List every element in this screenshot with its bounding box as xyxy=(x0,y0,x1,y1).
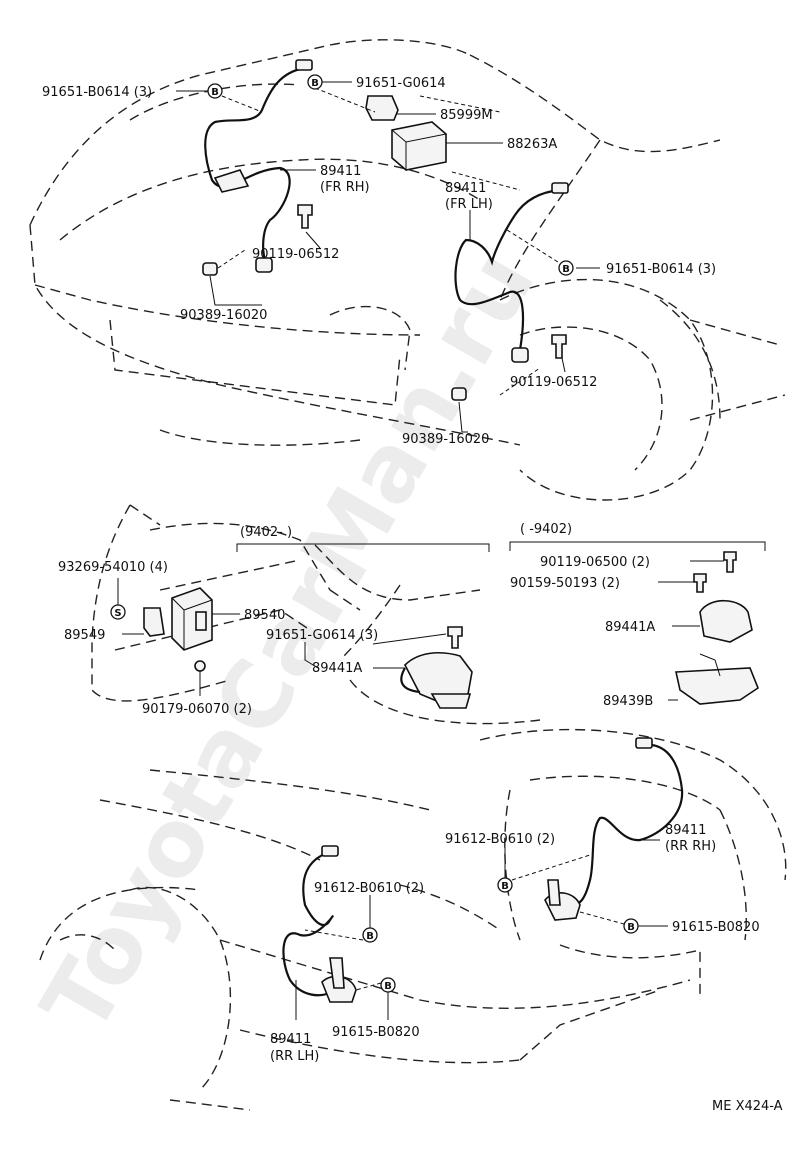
group-label-old-model: ( -9402) xyxy=(520,522,572,537)
bubble-b-rr-lh-upper: B xyxy=(362,927,378,943)
label-91615-b0820-left: 91615-B0820 xyxy=(332,1025,420,1040)
label-90389-16020-right: 90389-16020 xyxy=(402,432,489,447)
label-90119-06500: 90119-06500 (2) xyxy=(540,555,650,570)
group-brackets xyxy=(236,541,766,552)
svg-text:B: B xyxy=(366,931,374,942)
drawing-id: ME X424-A xyxy=(712,1099,783,1114)
label-89439b: 89439B xyxy=(603,694,653,709)
label-89411-fr-rh-sub: (FR RH) xyxy=(320,180,370,195)
bracket-89439b-mid xyxy=(430,693,472,709)
svg-text:B: B xyxy=(501,881,509,892)
bolt-90159-50193 xyxy=(693,573,707,593)
bolt-90119-06500 xyxy=(723,551,737,573)
label-89540: 89540 xyxy=(244,608,285,623)
front-leaders xyxy=(176,81,600,433)
label-89411-rr-rh-sub: (RR RH) xyxy=(665,839,716,854)
label-91651-b0614-right: 91651-B0614 (3) xyxy=(606,262,716,277)
label-89441a-mid: 89441A xyxy=(312,661,362,676)
label-89441a-right: 89441A xyxy=(605,620,655,635)
bubble-s-93269: S xyxy=(110,604,126,620)
front-sensor-parts xyxy=(202,59,569,401)
svg-text:S: S xyxy=(114,608,121,619)
svg-text:B: B xyxy=(311,78,319,89)
label-90119-06512-right: 90119-06512 xyxy=(510,375,597,390)
middle-labels: (9402- ) ( -9402) 93269-54010 (4) 89540 … xyxy=(58,522,655,717)
nut-90179-06070 xyxy=(194,660,206,672)
bracket-89439b xyxy=(675,667,759,705)
label-89411-fr-lh: 89411 xyxy=(445,181,486,196)
label-90159-50193: 90159-50193 (2) xyxy=(510,576,620,591)
label-85999m: 85999M xyxy=(440,108,493,123)
middle-parts xyxy=(143,551,759,709)
fr-rh-connector xyxy=(295,59,313,71)
label-91651-g0614-mid: 91651-G0614 (3) xyxy=(266,628,378,643)
rear-labels: 91612-B0610 (2) 89411 (RR RH) 91615-B082… xyxy=(270,823,760,1064)
rr-lh-connector xyxy=(321,845,339,857)
middle-body-outline xyxy=(91,504,541,725)
fr-rh-clip xyxy=(213,169,250,193)
rr-lh-bracket xyxy=(329,957,345,989)
label-89411-rr-lh: 89411 xyxy=(270,1032,311,1047)
fr-rh-sensor-head xyxy=(255,257,273,273)
label-90119-06512-left: 90119-06512 xyxy=(252,247,339,262)
front-labels: 91651-B0614 (3) 91651-G0614 85999M 88263… xyxy=(42,76,716,447)
bubble-b-top-center: B xyxy=(307,74,323,90)
plug-right-front xyxy=(451,387,467,401)
group-label-new-model: (9402- ) xyxy=(240,525,292,540)
bubble-b-rr-lh-lower: B xyxy=(380,977,396,993)
label-89411-fr-rh: 89411 xyxy=(320,164,361,179)
rr-rh-bracket xyxy=(547,879,561,906)
sensor-89441a-right xyxy=(699,600,753,643)
fr-lh-connector xyxy=(551,182,569,194)
label-89411-rr-rh: 89411 xyxy=(665,823,706,838)
svg-text:B: B xyxy=(384,981,392,992)
label-90179-06070: 90179-06070 (2) xyxy=(142,702,252,717)
rr-rh-sensor-wire xyxy=(567,743,684,910)
svg-text:B: B xyxy=(562,264,570,275)
bracket-89549 xyxy=(143,607,165,637)
plug-left-front xyxy=(202,262,218,276)
middle-bubbles: S xyxy=(110,604,126,620)
label-89549: 89549 xyxy=(64,628,105,643)
label-91651-b0614-left: 91651-B0614 (3) xyxy=(42,85,152,100)
bracket-old-model xyxy=(509,541,766,551)
bolt-91651-g0614-mid xyxy=(447,626,463,649)
bubble-b-rr-rh-upper: B xyxy=(497,877,513,893)
rear-bubbles: B B B B xyxy=(362,877,639,993)
label-88263a: 88263A xyxy=(507,137,557,152)
bolt-left-front xyxy=(297,204,313,229)
ecu-connector xyxy=(195,611,207,631)
bubble-b-left-top: B xyxy=(207,83,223,99)
bolt-right-front xyxy=(551,334,567,359)
label-91615-b0820-right: 91615-B0820 xyxy=(672,920,760,935)
rear-body-outline xyxy=(39,728,787,1111)
rr-lh-sensor-head xyxy=(321,975,357,1003)
relay-88263a xyxy=(391,121,447,171)
label-89411-rr-lh-sub: (RR LH) xyxy=(270,1049,319,1064)
rr-lh-sensor-wire xyxy=(282,850,336,997)
svg-text:B: B xyxy=(211,87,219,98)
front-body-outline xyxy=(29,39,786,501)
fr-lh-sensor-wire xyxy=(454,188,561,351)
label-89411-fr-lh-sub: (FR LH) xyxy=(445,197,493,212)
label-91612-b0610-left: 91612-B0610 (2) xyxy=(314,881,424,896)
label-91612-b0610-right: 91612-B0610 (2) xyxy=(445,832,555,847)
label-90389-16020-left: 90389-16020 xyxy=(180,308,267,323)
fr-lh-sensor-head xyxy=(511,347,529,363)
rear-leaders xyxy=(295,839,668,1020)
rear-parts xyxy=(282,737,684,1003)
label-93269-54010: 93269-54010 (4) xyxy=(58,560,168,575)
bubble-b-right: B xyxy=(558,260,574,276)
svg-text:B: B xyxy=(627,922,635,933)
label-91651-g0614-top: 91651-G0614 xyxy=(356,76,446,91)
bubble-b-rr-rh-lower: B xyxy=(623,918,639,934)
middle-leaders xyxy=(117,560,724,701)
rr-rh-connector xyxy=(635,737,653,749)
bracket-85999m xyxy=(365,95,399,121)
fr-rh-sensor-wire xyxy=(204,66,306,261)
front-bubbles: B B B xyxy=(207,74,574,276)
bracket-new-model xyxy=(236,543,490,552)
